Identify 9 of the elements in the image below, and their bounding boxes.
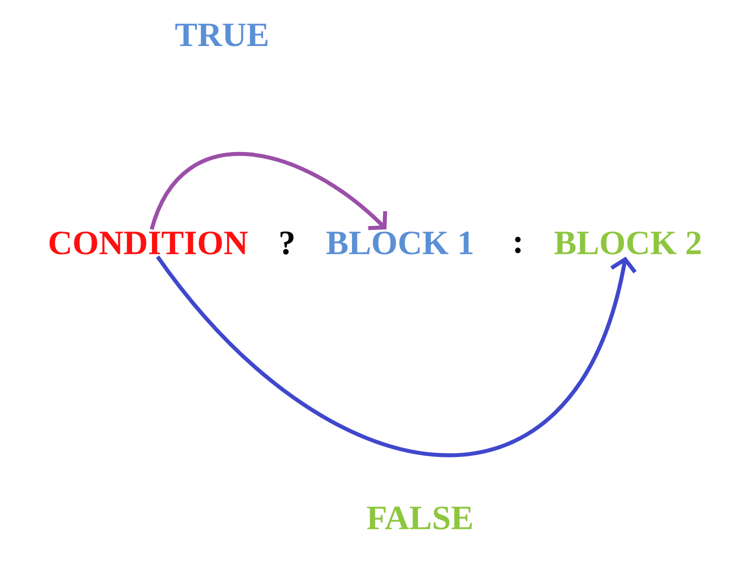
curved-arrow (156, 255, 637, 456)
code-keyword: BLOCK 1 (326, 232, 472, 254)
operator-symbol: ? (280, 232, 294, 254)
curved-arrow (150, 152, 388, 230)
operator-symbol: : (515, 236, 521, 254)
code-keyword: BLOCK 2 (554, 232, 701, 254)
edge-label: FALSE (367, 506, 472, 530)
edge-label: TRUE (175, 24, 268, 46)
code-keyword: CONDITION (50, 232, 248, 254)
